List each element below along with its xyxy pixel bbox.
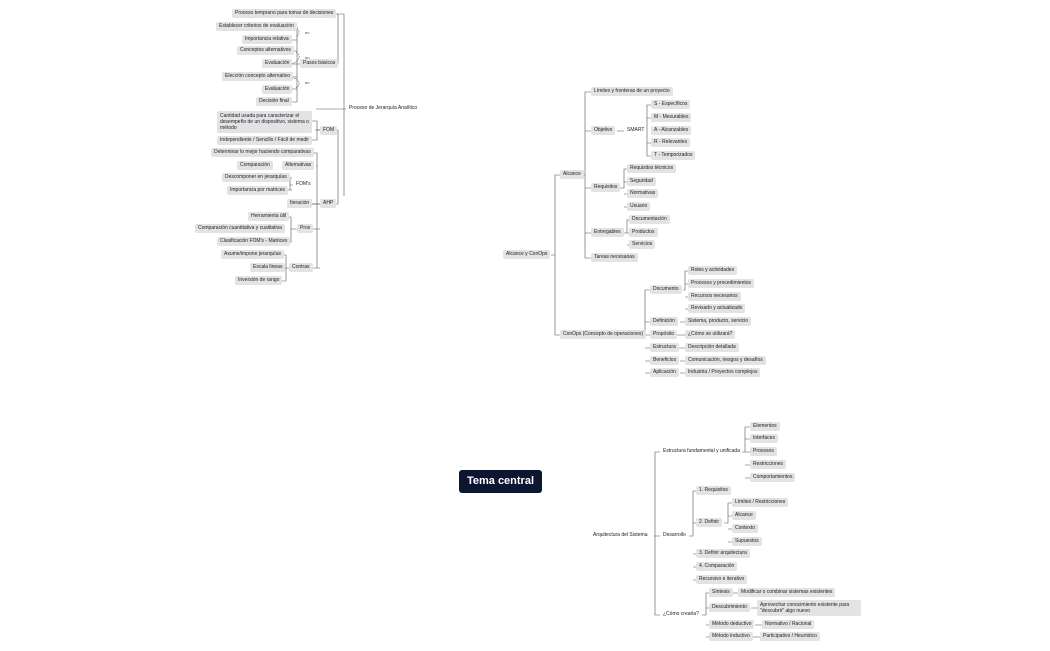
node-e-2[interactable]: Productos xyxy=(629,228,658,237)
node-d-req[interactable]: 1. Requisitos xyxy=(696,486,731,495)
node-rq-1[interactable]: Requisitos técnicos xyxy=(627,164,677,173)
node-definicion-v[interactable]: Sistema, producto, servicio xyxy=(685,317,752,326)
node-requisitos[interactable]: Requisitos xyxy=(591,183,621,192)
node-descubrimiento-v[interactable]: Aprovechar conocimiento existente para "… xyxy=(757,600,861,616)
node-rq-2[interactable]: Seguridad xyxy=(627,177,656,186)
node-conops[interactable]: ConOps (Concepto de operaciones) xyxy=(560,330,647,339)
node-desarrollo[interactable]: Desarrollo xyxy=(663,532,686,538)
node-ahp-p2[interactable]: Establecer criterios de evaluación xyxy=(216,22,297,31)
node-es-5[interactable]: Comportamientos xyxy=(750,473,796,482)
node-ahp-p7[interactable]: Evaluación xyxy=(262,85,293,94)
node-objetivo[interactable]: Objetivo xyxy=(591,126,616,135)
node-d-comp[interactable]: 4. Comparación xyxy=(696,562,738,571)
node-ahp-p8[interactable]: Decisión final xyxy=(256,97,292,106)
node-proposito[interactable]: Propósito xyxy=(650,330,678,339)
node-rq-3[interactable]: Normativas xyxy=(627,189,659,198)
label-en-1: en xyxy=(305,30,310,35)
node-d-3[interactable]: Recursos necesarios xyxy=(688,292,741,301)
node-beneficios-v[interactable]: Comunicación, riesgos y desafíos xyxy=(685,356,766,365)
node-contras-3[interactable]: Inversión de rango xyxy=(235,276,283,285)
node-estructura-v[interactable]: Descripción detallada xyxy=(685,343,739,352)
node-sintesis-v[interactable]: Modificar o combinar sistemas existentes xyxy=(738,588,836,597)
node-ahp-root[interactable]: Proceso de Jerarquía Analítico xyxy=(349,105,418,111)
node-pros-1[interactable]: Herramienta útil xyxy=(248,212,290,221)
label-en-2: en xyxy=(305,55,310,60)
node-definicion[interactable]: Definición xyxy=(650,317,678,326)
node-pros-2[interactable]: Comparación cuantitativa y cualitativa xyxy=(195,224,285,233)
node-contras-2[interactable]: Escala lineas xyxy=(250,263,286,272)
node-deductivo[interactable]: Método deductivo xyxy=(709,620,755,629)
node-smart-r[interactable]: R - Relevantes xyxy=(651,138,691,147)
label-en-3: en xyxy=(305,80,310,85)
node-ahp-p3[interactable]: Importancia relativa xyxy=(242,35,292,44)
node-d-2[interactable]: Procesos y procedimientos xyxy=(688,279,755,288)
node-deductivo-v[interactable]: Normativo / Racional xyxy=(762,620,815,629)
node-pros-3[interactable]: Clasificación FOM's - Matrices xyxy=(217,237,291,246)
node-descubrimiento[interactable]: Descubrimiento xyxy=(709,603,750,612)
node-df-3[interactable]: Contexto xyxy=(732,524,759,533)
central-topic[interactable]: Tema central xyxy=(459,470,542,493)
node-d-4[interactable]: Revisado y actualizado xyxy=(688,304,746,313)
node-d-arq[interactable]: 3. Definir arquitectura xyxy=(696,549,750,558)
node-como[interactable]: ¿Cómo crearla? xyxy=(663,611,699,617)
node-e-1[interactable]: Documentación xyxy=(629,215,670,224)
node-ahp-p6[interactable]: Elección concepto alternativo xyxy=(222,72,294,81)
node-inductivo-v[interactable]: Participativo / Heurístico xyxy=(760,632,820,641)
node-smart-m[interactable]: M - Mesurables xyxy=(651,113,692,122)
node-foms-2[interactable]: Importancia por matrices xyxy=(227,186,289,195)
node-smart-s[interactable]: S - Específicos xyxy=(651,100,691,109)
node-alternativas[interactable]: Alternativas xyxy=(282,161,315,170)
node-smart-a[interactable]: A - Alcanzables xyxy=(651,126,692,135)
node-es-4[interactable]: Restricciones xyxy=(750,460,787,469)
node-df-1[interactable]: Límites / Restricciones xyxy=(732,498,789,507)
node-arq-estructura[interactable]: Estructura fundamental y unificada xyxy=(663,448,740,454)
node-tareas[interactable]: Tareas necesarias xyxy=(591,253,638,262)
node-df-2[interactable]: Alcance xyxy=(732,511,756,520)
node-ahp-pasos[interactable]: Pasos básicos xyxy=(300,59,339,68)
node-smart[interactable]: SMART xyxy=(627,127,645,133)
node-documento[interactable]: Documento xyxy=(650,285,682,294)
node-es-1[interactable]: Elementos xyxy=(750,422,780,431)
node-limites[interactable]: Límites y fronteras de un proyecto xyxy=(591,87,673,96)
node-ahp-p4[interactable]: Conceptos alternativos xyxy=(237,46,294,55)
node-foms-1[interactable]: Descomponer en jerarquías xyxy=(222,173,290,182)
node-aplicacion-v[interactable]: Industria / Proyectos complejos xyxy=(685,368,761,377)
node-alcance-root[interactable]: Alcance y ConOps xyxy=(503,250,551,259)
node-alt-2[interactable]: Comparación xyxy=(237,161,273,170)
node-beneficios[interactable]: Beneficios xyxy=(650,356,680,365)
node-fom[interactable]: FOM xyxy=(320,126,338,135)
node-sintesis[interactable]: Síntesis xyxy=(709,588,733,597)
node-ahp-p1[interactable]: Proceso temprano para tomar de decisione… xyxy=(232,9,337,18)
node-iteracion[interactable]: Iteración xyxy=(287,199,313,208)
node-df-4[interactable]: Supuestos xyxy=(732,537,762,546)
node-alt-1[interactable]: Determinar lo mejor haciendo comparativa… xyxy=(211,148,314,157)
node-d-rec[interactable]: Recursivo e iterativo xyxy=(696,575,748,584)
node-pros[interactable]: Pros xyxy=(297,224,314,233)
node-smart-t[interactable]: T - Temporizados xyxy=(651,151,696,160)
node-ahp-p5[interactable]: Evaluación xyxy=(262,59,293,68)
node-foms[interactable]: FOM's xyxy=(296,181,311,187)
node-contras-1[interactable]: Asume/impone jerarquías xyxy=(221,250,284,259)
node-ahp[interactable]: AHP xyxy=(320,199,337,208)
node-d-1[interactable]: Roles y actividades xyxy=(688,266,738,275)
node-rq-4[interactable]: Usuario xyxy=(627,202,651,211)
node-inductivo[interactable]: Método inductivo xyxy=(709,632,753,641)
node-contras[interactable]: Contras xyxy=(289,263,313,272)
node-d-definir[interactable]: 2. Definir xyxy=(696,518,723,527)
node-entregables[interactable]: Entregables xyxy=(591,228,624,237)
node-fom-props[interactable]: Independiente / Sencillo / Fácil de medi… xyxy=(217,136,312,145)
node-e-3[interactable]: Servicios xyxy=(629,240,656,249)
node-fom-def[interactable]: Cantidad usada para caracterizar el dese… xyxy=(217,111,312,133)
node-estructura[interactable]: Estructura xyxy=(650,343,679,352)
node-arq-root[interactable]: Arquitectura del Sistema xyxy=(593,532,648,538)
node-es-3[interactable]: Procesos xyxy=(750,447,777,456)
node-es-2[interactable]: Interfaces xyxy=(750,434,778,443)
node-alcance[interactable]: Alcance xyxy=(560,170,584,179)
node-proposito-v[interactable]: ¿Cómo se utilizará? xyxy=(685,330,736,339)
node-aplicacion[interactable]: Aplicación xyxy=(650,368,679,377)
